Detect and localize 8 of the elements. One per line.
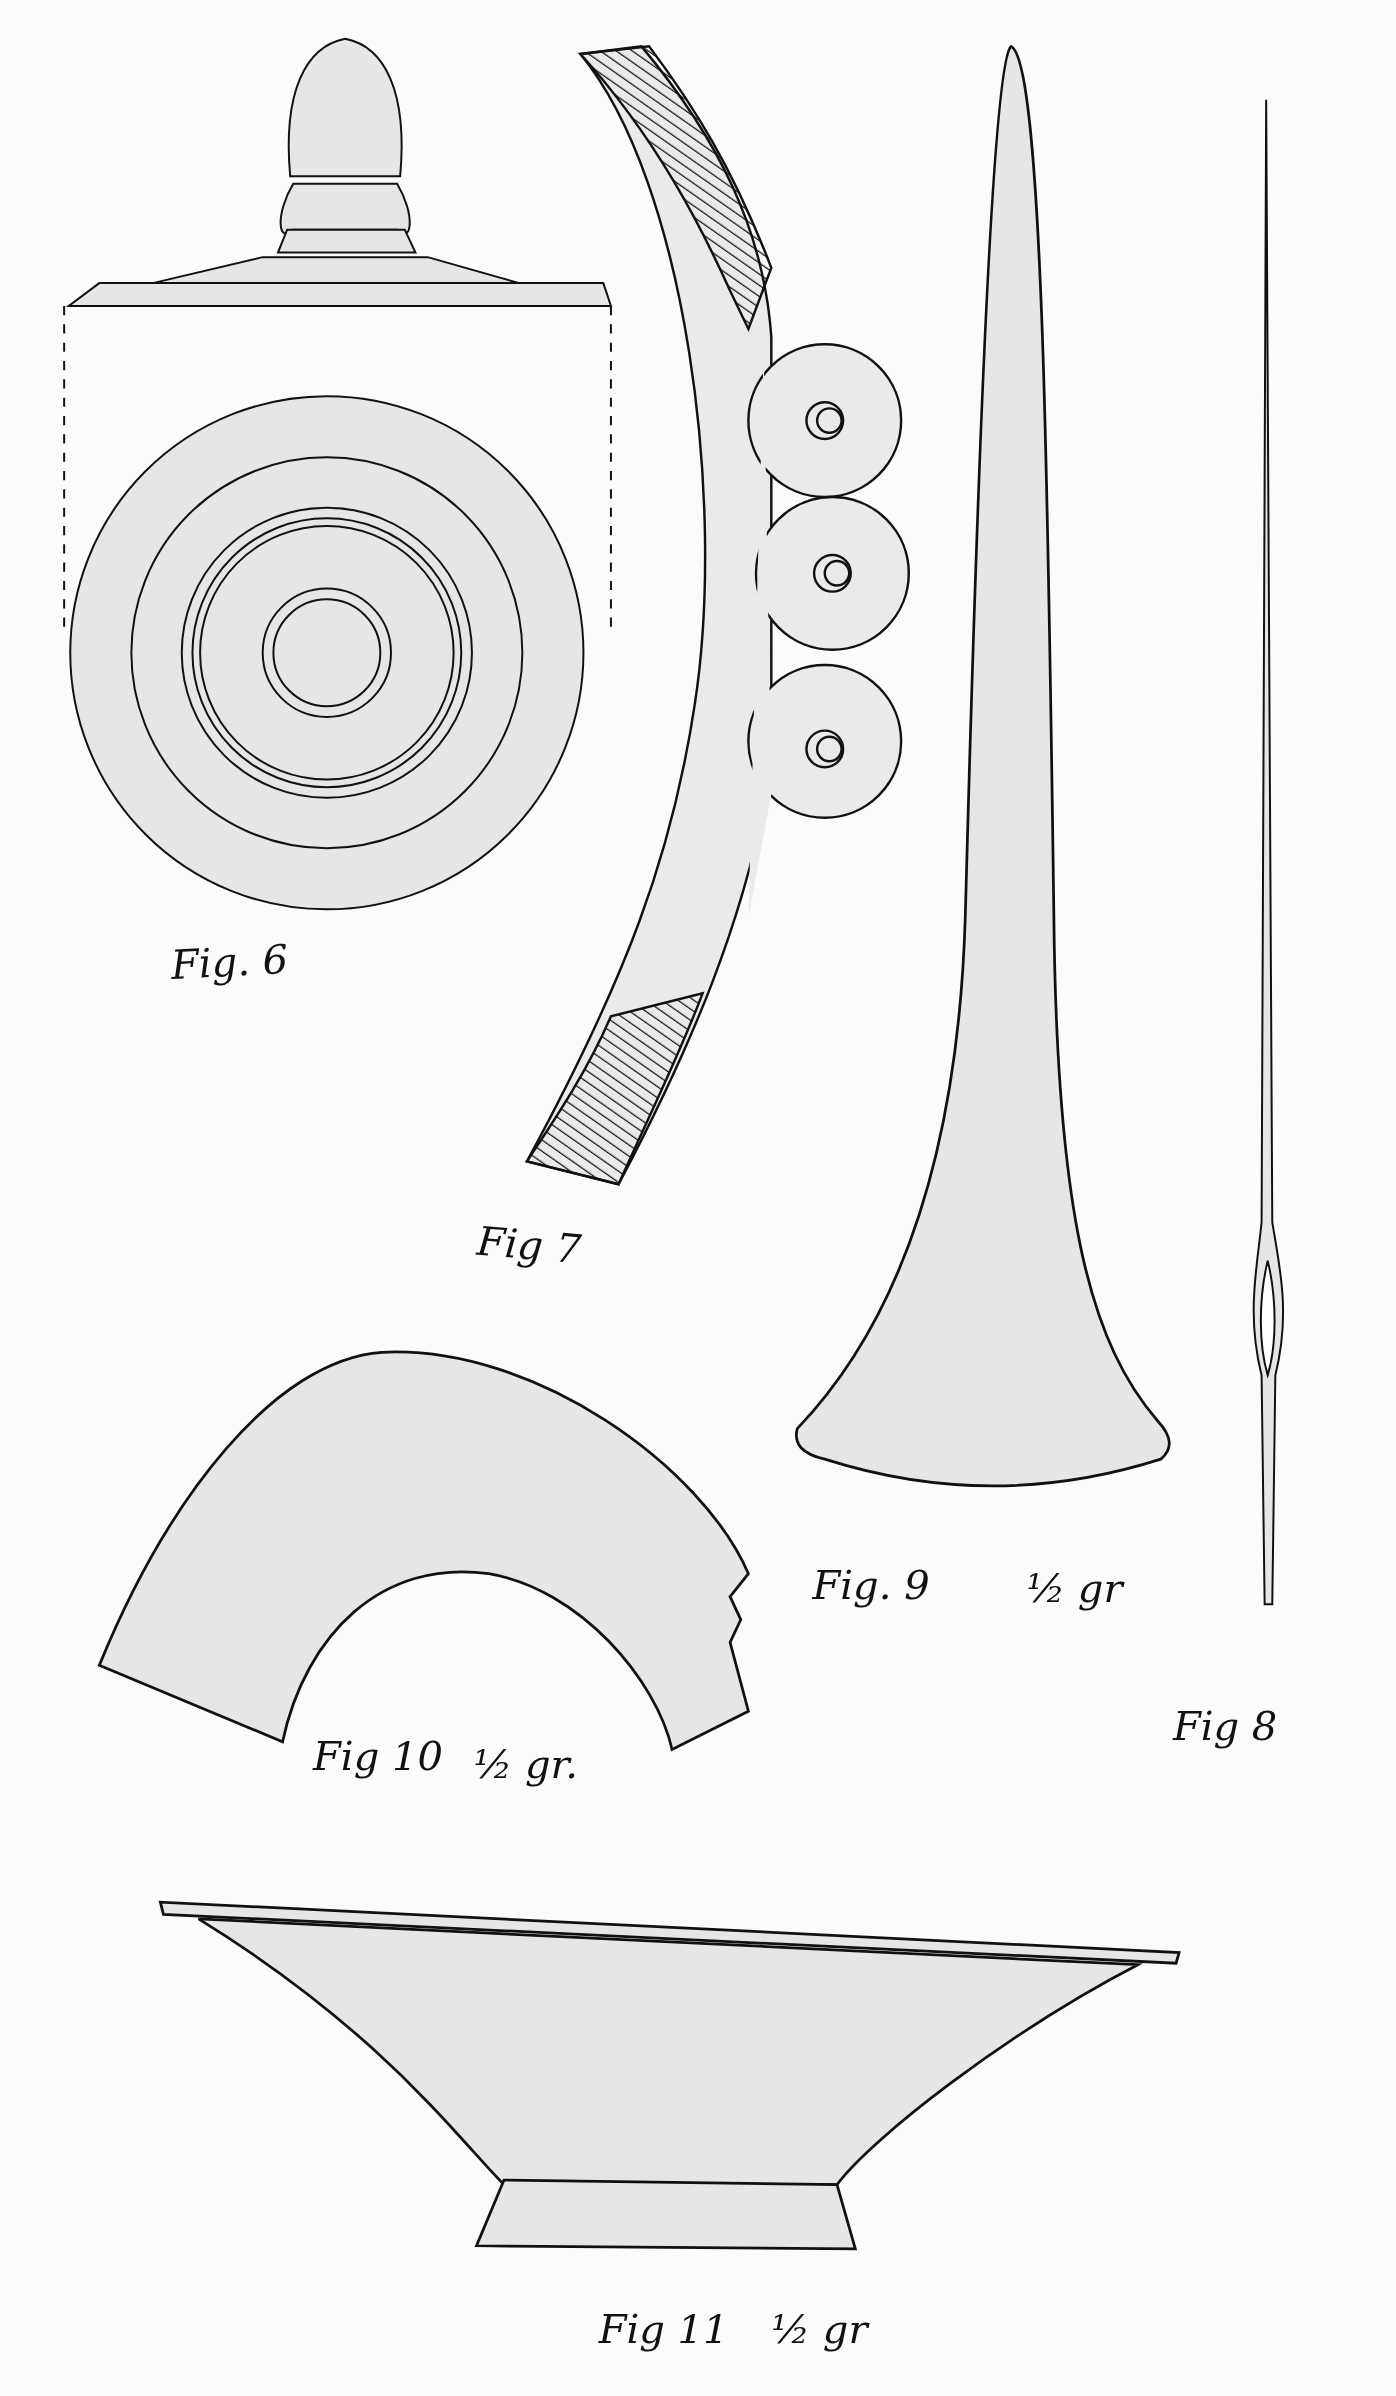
figure-caption: Fig 11 [598, 2309, 729, 2350]
figure-caption: ½ gr [771, 2309, 868, 2350]
figure-caption: ½ gr. [473, 1744, 578, 1785]
figure-caption: ½ gr [1026, 1568, 1123, 1609]
figure-caption: Fig. 9 [812, 1565, 930, 1606]
figure-caption: Fig 10 [313, 1736, 443, 1777]
figure-caption: Fig 7 [475, 1220, 583, 1270]
figure-caption: Fig. 6 [170, 939, 290, 986]
